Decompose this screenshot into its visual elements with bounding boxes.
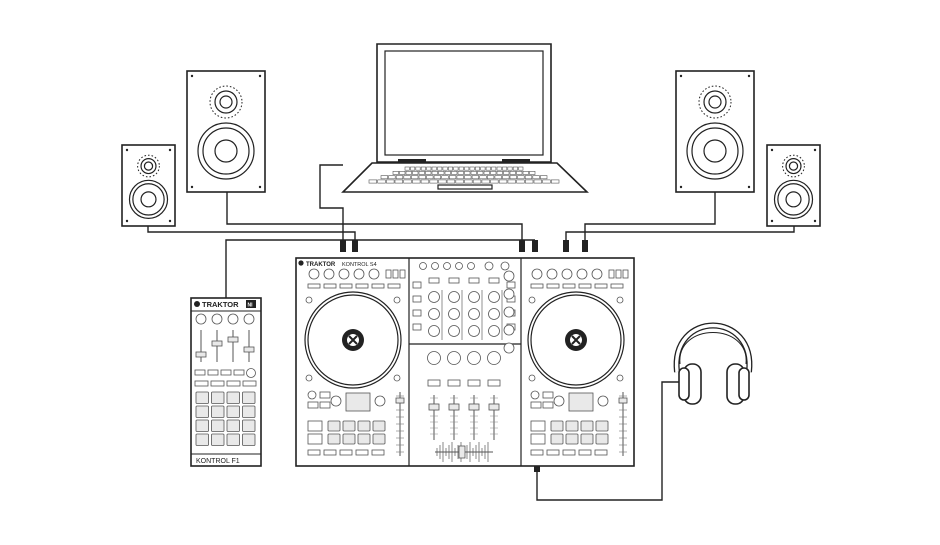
jog-wheel-icon <box>342 329 364 351</box>
laptop-icon <box>343 44 587 192</box>
speaker-left-inner-icon <box>187 71 265 192</box>
speaker-right-inner-icon <box>676 71 754 192</box>
speaker-left-outer-icon <box>122 145 175 226</box>
headphones-icon <box>677 326 750 405</box>
right-inner-speaker-cable <box>585 192 715 240</box>
ni-logo: NI <box>248 303 254 309</box>
laptop-usb-cable <box>320 165 343 240</box>
kontrol-f1-controller: TRAKTOR NI KONTROL F1 <box>191 298 261 466</box>
jog-wheel-icon <box>565 329 587 351</box>
left-inner-speaker-cable <box>227 192 522 240</box>
kontrol-s4-controller: TRAKTOR KONTROL S4 <box>296 258 634 466</box>
f1-model-label: KONTROL F1 <box>196 458 240 465</box>
s4-brand-label: TRAKTOR <box>306 262 336 268</box>
f1-brand-label: TRAKTOR <box>202 300 239 309</box>
speaker-right-outer-icon <box>767 145 820 226</box>
s4-model-label: KONTROL S4 <box>342 262 377 268</box>
